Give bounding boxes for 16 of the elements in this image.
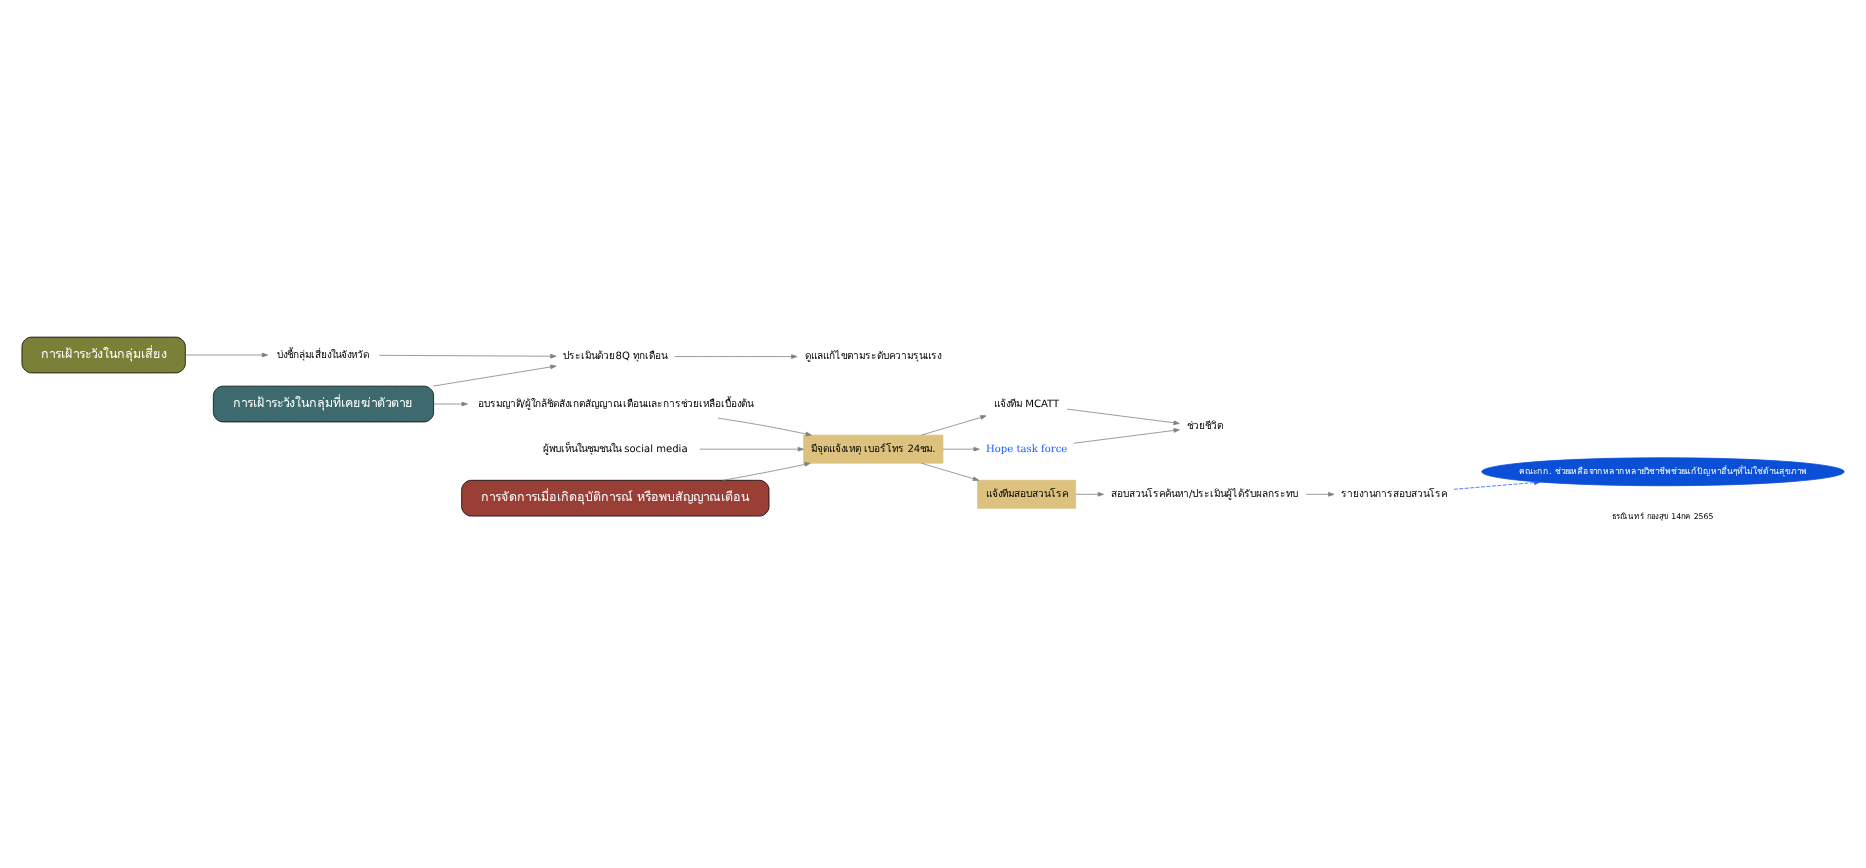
arrow	[942, 446, 980, 452]
arrow	[432, 364, 557, 387]
arrow	[1453, 480, 1541, 490]
arrow	[699, 446, 804, 452]
arrow	[433, 401, 468, 407]
arrow	[1066, 408, 1180, 426]
arrow	[378, 353, 557, 359]
arrow	[674, 354, 798, 359]
arrow	[1305, 492, 1335, 497]
arrow	[920, 462, 980, 481]
arrow	[920, 415, 987, 436]
arrow	[1075, 492, 1104, 497]
arrow	[722, 462, 811, 481]
arrow	[1073, 428, 1180, 444]
arrow	[717, 417, 812, 437]
arrow	[185, 352, 269, 358]
